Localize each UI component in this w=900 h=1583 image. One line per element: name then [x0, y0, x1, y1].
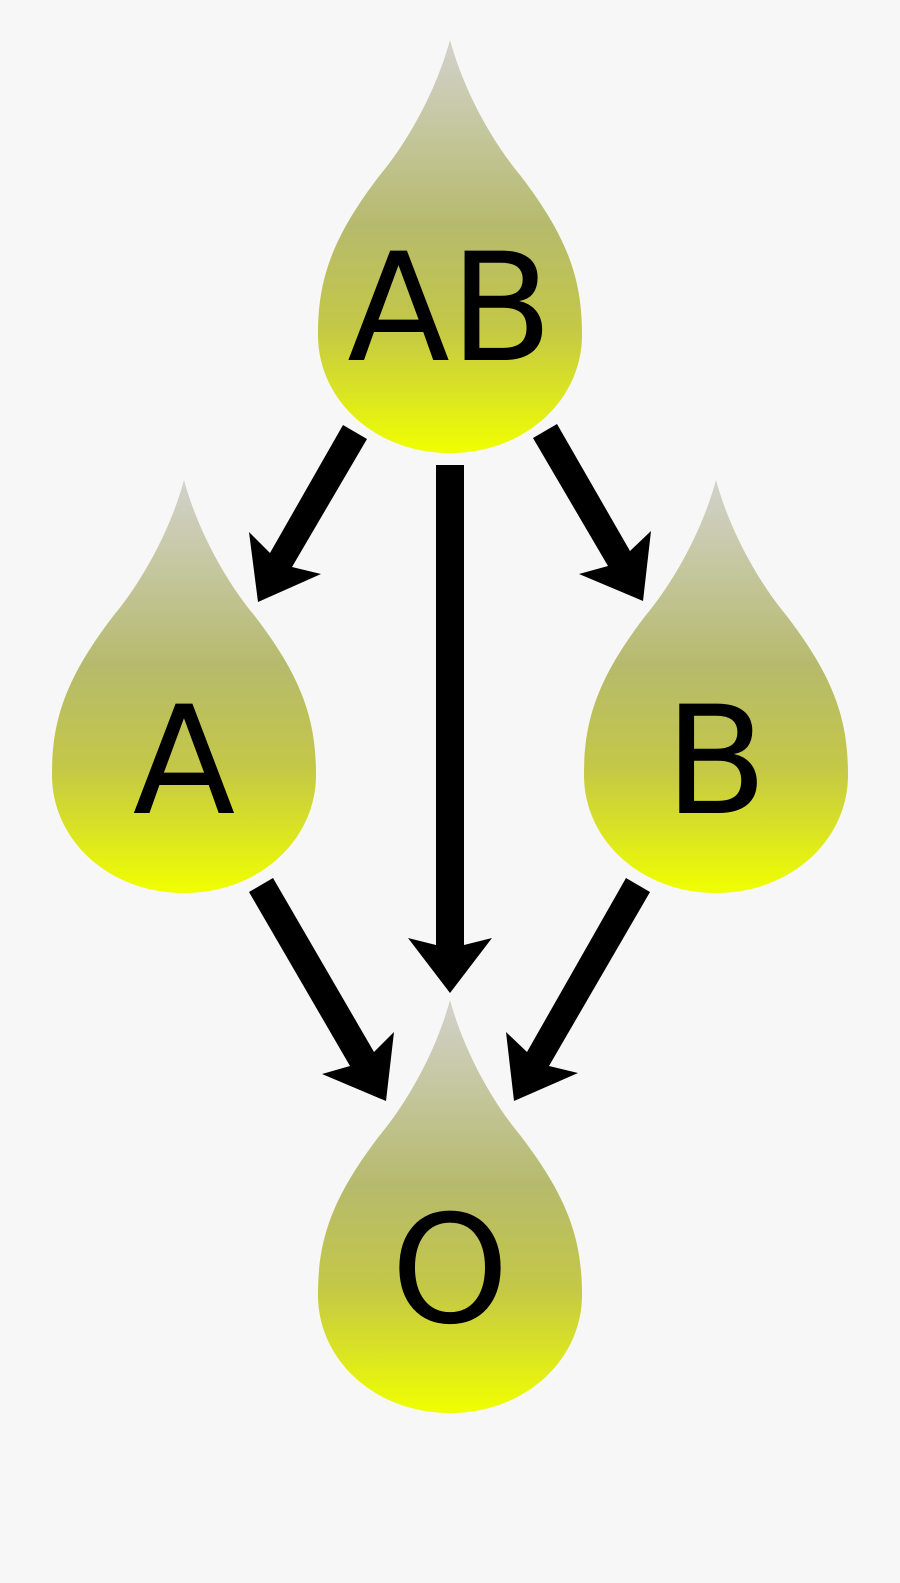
arrow-b-to-o	[506, 878, 650, 1101]
arrow-ab-to-b	[533, 424, 651, 601]
drop-label-ab: AB	[347, 222, 553, 396]
drop-label-o: O	[391, 1184, 509, 1358]
drop-node-a: A	[52, 480, 316, 893]
drop-label-a: A	[133, 675, 236, 849]
drop-node-o: O	[318, 1000, 582, 1413]
arrow-a-to-o	[249, 878, 394, 1101]
arrow-ab-to-o	[408, 465, 492, 993]
drop-node-ab: AB	[318, 40, 582, 453]
drop-node-b: B	[584, 480, 848, 893]
arrow-ab-to-a	[249, 425, 367, 602]
drop-label-b: B	[665, 675, 768, 849]
